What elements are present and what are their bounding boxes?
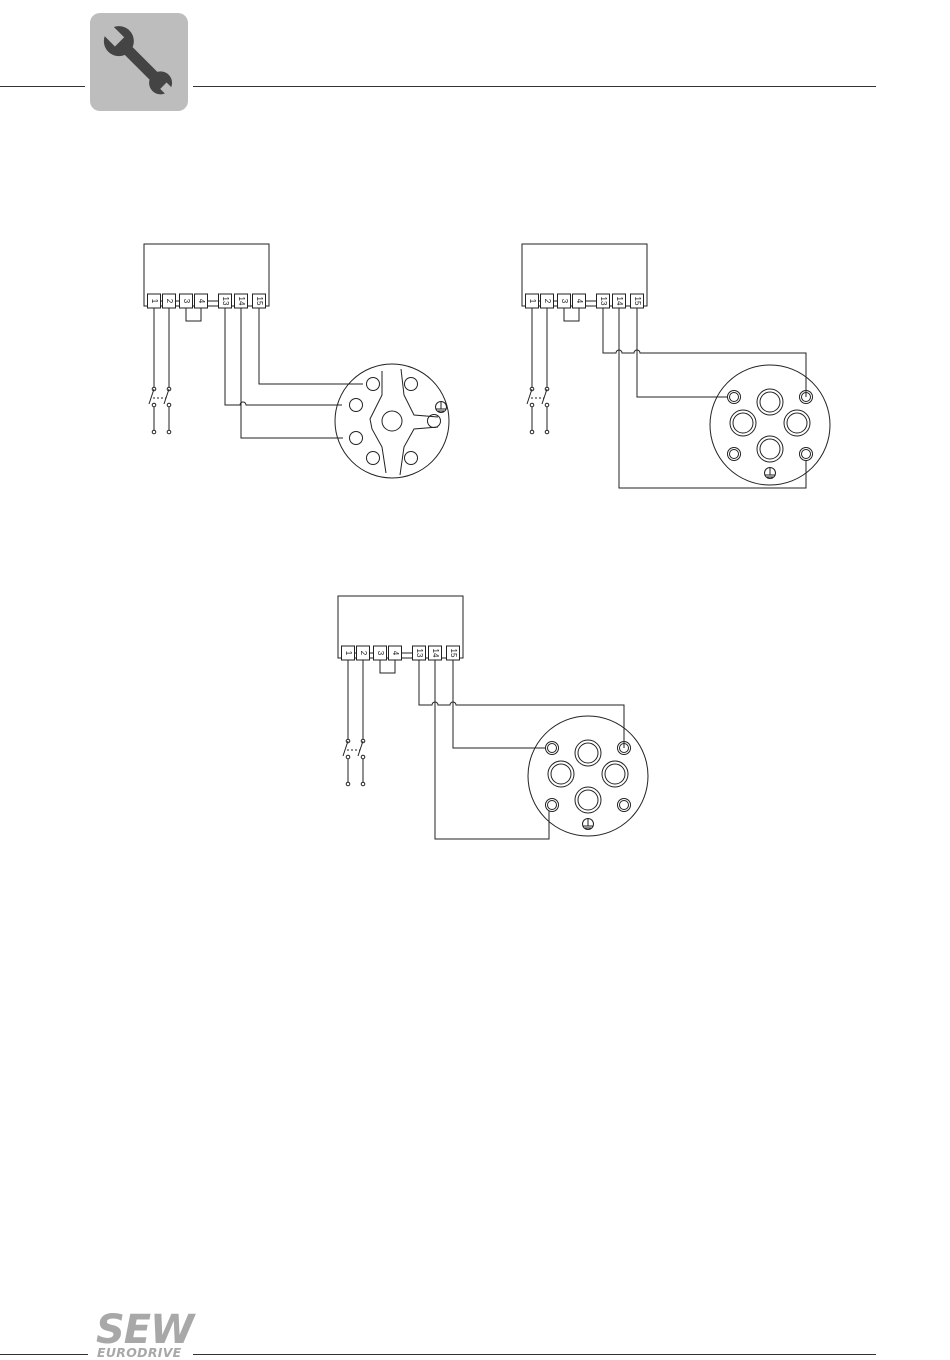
plug-pin xyxy=(757,389,783,415)
connector-pin xyxy=(367,378,380,391)
switch-contact xyxy=(545,403,549,407)
logo-sub: EURODRIVE xyxy=(97,1345,182,1360)
wire-terminal-15 xyxy=(453,660,546,748)
terminal-label: 2 xyxy=(165,299,174,304)
plug-pin xyxy=(575,787,601,813)
terminal-label: 3 xyxy=(560,299,569,304)
switch-blade xyxy=(149,389,154,404)
terminal-label: 14 xyxy=(237,297,246,306)
plug-pin xyxy=(575,740,601,766)
switch-blade xyxy=(358,741,363,756)
terminal-label: 4 xyxy=(197,299,206,304)
wiring-diagrams: 1 2 3 4 13 14 15 1 2 3 4 13 14 15 1 2 3 4 13 14 15 xyxy=(0,0,950,1300)
bridge-3-4 xyxy=(380,660,395,673)
sew-eurodrive-logo: SEW EURODRIVE xyxy=(96,1310,196,1360)
diagram-3: 1 2 3 4 13 14 15 xyxy=(338,596,648,839)
diagram-2: 1 2 3 4 13 14 15 xyxy=(522,244,830,488)
switch-blade xyxy=(542,389,547,404)
switch-contact xyxy=(346,755,350,759)
terminal-label: 1 xyxy=(528,299,537,304)
plug-pin-inner xyxy=(605,764,625,784)
plug-pin-inner xyxy=(548,744,557,753)
connector-separator xyxy=(370,371,386,473)
bridge-3-4 xyxy=(564,308,579,321)
terminal-label: 3 xyxy=(182,299,191,304)
wire-terminal-13 xyxy=(419,660,624,748)
footer-rule-right xyxy=(193,1354,876,1355)
terminal-label: 2 xyxy=(543,299,552,304)
connector-separator xyxy=(401,369,438,417)
terminal-label: 2 xyxy=(359,651,368,656)
switch-blade xyxy=(343,741,348,756)
terminal-label: 14 xyxy=(431,649,440,658)
plug-pin-inner xyxy=(760,439,780,459)
plug-pin-inner xyxy=(730,450,739,459)
earth-icon xyxy=(583,819,594,830)
wire-terminal-15 xyxy=(259,308,363,384)
terminal-label: 15 xyxy=(633,297,642,306)
plug-pin-inner xyxy=(760,392,780,412)
terminal-label: 15 xyxy=(449,649,458,658)
switch-blade xyxy=(527,389,532,404)
plug-pin-inner xyxy=(551,764,571,784)
wire-terminal-14 xyxy=(241,308,343,438)
connector-pin xyxy=(405,452,418,465)
diagram-1: 1 2 3 4 13 14 15 xyxy=(144,244,449,478)
terminal-label: 15 xyxy=(255,297,264,306)
switch-contact xyxy=(152,403,156,407)
wire-terminal-14 xyxy=(435,660,549,839)
switch-contact xyxy=(346,782,350,786)
plug-pin xyxy=(757,436,783,462)
switch-contact xyxy=(530,403,534,407)
switch-contact xyxy=(167,403,171,407)
plug-pin-inner xyxy=(620,801,629,810)
round-3-pin-connector xyxy=(335,364,449,478)
switch-contact xyxy=(530,430,534,434)
connector-pin xyxy=(350,399,363,412)
logo-main: SEW xyxy=(96,1310,193,1350)
terminal-label: 4 xyxy=(391,651,400,656)
plug-pin-inner xyxy=(733,413,753,433)
wire-terminal-14 xyxy=(619,308,806,488)
switch-contact xyxy=(545,430,549,434)
connector-pin xyxy=(405,378,418,391)
connector-center-pin xyxy=(382,411,402,431)
terminal-label: 3 xyxy=(376,651,385,656)
terminal-label: 1 xyxy=(344,651,353,656)
connector-pin xyxy=(367,452,380,465)
plug-pin-inner xyxy=(578,743,598,763)
switch-contact xyxy=(152,430,156,434)
plug-pin-inner xyxy=(548,801,557,810)
earth-icon xyxy=(765,468,776,479)
plug-pin xyxy=(548,761,574,787)
terminal-label: 1 xyxy=(150,299,159,304)
switch-contact xyxy=(167,430,171,434)
terminal-label: 4 xyxy=(575,299,584,304)
plug-pin-inner xyxy=(802,450,811,459)
plug-pin xyxy=(784,410,810,436)
bridge-3-4 xyxy=(186,308,201,321)
terminal-label: 14 xyxy=(615,297,624,306)
connector-pin xyxy=(350,432,363,445)
plug-pin-inner xyxy=(787,413,807,433)
switch-blade xyxy=(164,389,169,404)
wire-terminal-13 xyxy=(603,308,806,397)
switch-contact xyxy=(361,755,365,759)
plug-pin-inner xyxy=(578,790,598,810)
plug-pin xyxy=(602,761,628,787)
plug-pin xyxy=(730,410,756,436)
footer-rule-left xyxy=(0,1354,88,1355)
earth-icon xyxy=(436,402,447,413)
wire-terminal-13 xyxy=(225,308,342,405)
switch-contact xyxy=(361,782,365,786)
terminal-label: 13 xyxy=(221,297,230,306)
plug-pin-inner xyxy=(730,393,739,402)
terminal-label: 13 xyxy=(599,297,608,306)
terminal-label: 13 xyxy=(415,649,424,658)
connector-separator xyxy=(400,427,438,475)
